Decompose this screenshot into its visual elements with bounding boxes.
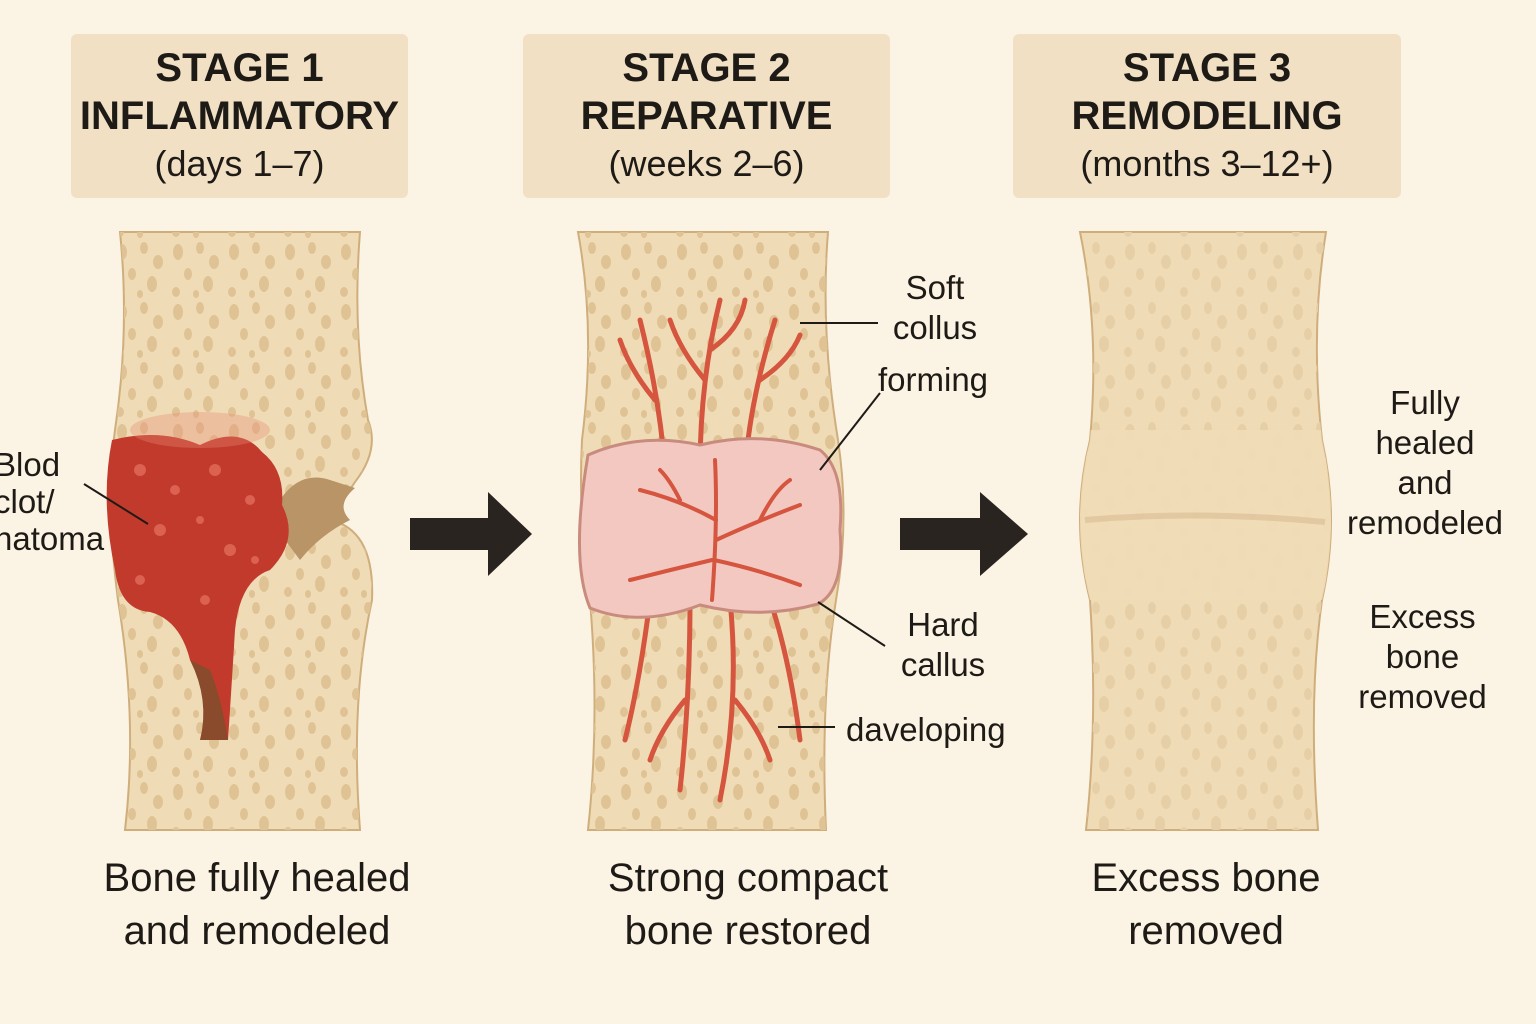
label-fully-healed-line-1: Fully <box>1390 384 1460 421</box>
stage-3-duration: (months 3–12+) <box>1080 143 1334 184</box>
stage-3-title: STAGE 3 <box>1122 46 1292 90</box>
label-excess-line-3: removed <box>1358 678 1487 715</box>
stage-3-header: STAGE 3 REMODELING (months 3–12+) <box>1013 34 1401 198</box>
leader-lines-stage-2 <box>778 322 886 728</box>
label-fully-healed-line-3: and <box>1397 464 1453 501</box>
label-hard-callus: Hard callus <box>888 605 998 685</box>
arrow-stage-1-to-2 <box>410 492 532 576</box>
label-excess-line-1: Excess <box>1369 598 1476 635</box>
stage-2-title: STAGE 2 <box>622 46 791 90</box>
label-clot-line-3: hatoma <box>0 520 105 557</box>
label-excess-line-2: bone <box>1385 638 1460 675</box>
caption-stage-3-line-2: removed <box>1128 909 1284 953</box>
label-clot-line-2: clot/ <box>0 483 55 520</box>
label-fully-healed-line-4: remodeled <box>1347 504 1503 541</box>
caption-stage-1: Bone fully healed and remodeled <box>47 852 467 958</box>
caption-stage-2-line-2: bone restored <box>624 909 872 953</box>
label-excess-removed: Excess bone removed <box>1350 597 1495 717</box>
arrow-stage-2-to-3 <box>900 492 1028 576</box>
caption-stage-1-line-2: and remodeled <box>123 909 391 953</box>
caption-stage-1-line-1: Bone fully healed <box>103 856 411 900</box>
stage-1-name: INFLAMMATORY <box>79 94 400 138</box>
label-clot-line-1: Blod <box>0 446 61 483</box>
label-soft-callus: Soft collus <box>880 268 990 348</box>
stage-2-name: REPARATIVE <box>580 94 833 138</box>
label-soft-callus-line-2: collus <box>892 309 978 346</box>
stage-2-header: STAGE 2 REPARATIVE (weeks 2–6) <box>523 34 890 198</box>
label-fully-healed-line-2: healed <box>1375 424 1475 461</box>
stage-2-duration: (weeks 2–6) <box>608 143 805 184</box>
stage-1-title: STAGE 1 <box>155 46 324 90</box>
label-hard-callus-line-1: Hard <box>907 606 979 643</box>
caption-stage-3-line-1: Excess bone <box>1091 856 1321 900</box>
remodeled-bone-stage-3 <box>1078 231 1332 831</box>
hematoma <box>106 435 289 740</box>
stage-1-header: STAGE 1 INFLAMMATORY (days 1–7) <box>71 34 408 198</box>
label-fully-healed: Fully healed and remodeled <box>1340 383 1510 543</box>
caption-stage-3: Excess bone removed <box>996 852 1416 958</box>
callus-bone-stage-2 <box>576 231 845 831</box>
label-blood-clot: Blod clot/ hatoma <box>0 446 104 557</box>
label-hard-callus-line-2: callus <box>900 646 986 683</box>
leader-line-clot <box>83 483 149 525</box>
callus <box>577 437 843 619</box>
label-forming: forming <box>878 361 989 398</box>
caption-stage-2: Strong compact bone restored <box>538 852 958 958</box>
stage-3-name: REMODELING <box>1071 94 1343 138</box>
fractured-bone-stage-1 <box>106 231 374 831</box>
label-developing: daveloping <box>846 711 1006 748</box>
caption-stage-2-line-1: Strong compact <box>607 856 889 900</box>
stage-1-duration: (days 1–7) <box>154 143 325 184</box>
label-soft-callus-line-1: Soft <box>905 269 965 306</box>
